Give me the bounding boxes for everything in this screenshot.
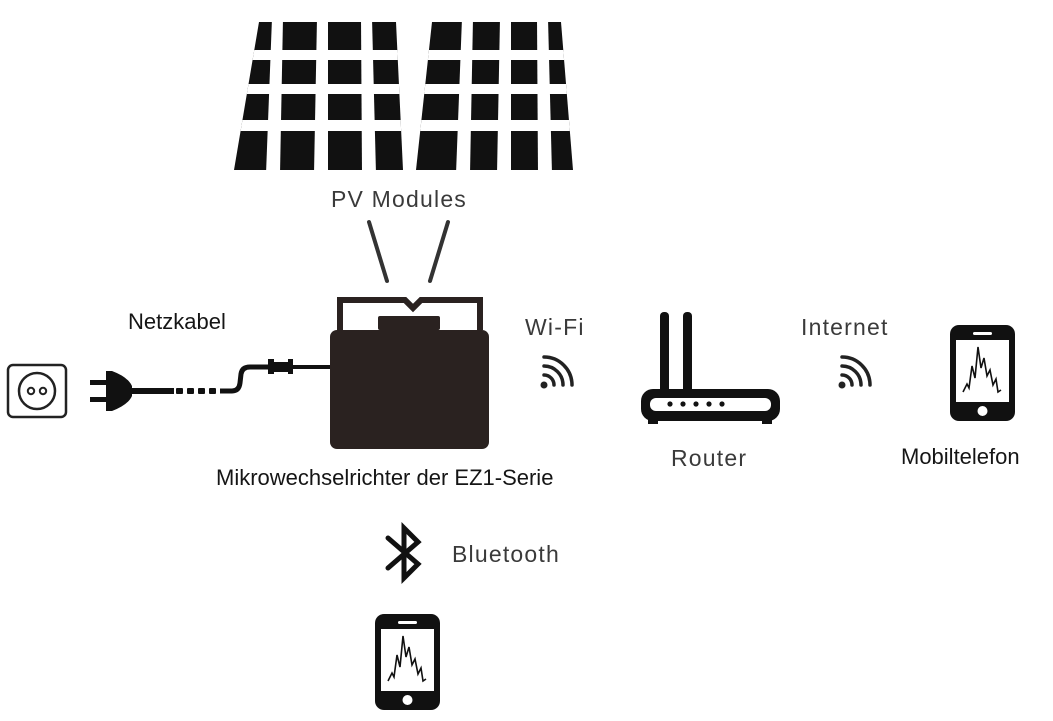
wifi-label: Wi-Fi	[525, 314, 585, 340]
microinverter-icon	[330, 297, 489, 449]
pv-modules-label: PV Modules	[331, 186, 468, 212]
wall-socket-icon	[6, 363, 68, 419]
smartphone-icon	[950, 325, 1015, 421]
pv-cable	[367, 220, 450, 283]
router-icon	[641, 312, 780, 424]
internet-label: Internet	[801, 314, 889, 340]
router-label: Router	[671, 445, 748, 471]
mobile-phone-label: Mobiltelefon	[901, 444, 1020, 469]
microinverter-label: Mikrowechselrichter der EZ1-Serie	[216, 465, 554, 490]
smartphone-icon	[375, 614, 440, 710]
wifi-signal-icon	[540, 355, 574, 389]
plug-icon	[90, 371, 174, 411]
ac-cable	[176, 359, 330, 394]
wifi-signal-icon	[838, 355, 872, 389]
solar-panel-icon	[416, 22, 573, 170]
bluetooth-icon	[385, 521, 422, 585]
netzkabel-label: Netzkabel	[128, 309, 226, 334]
solar-panel-icon	[234, 22, 403, 170]
bluetooth-label: Bluetooth	[452, 541, 560, 567]
